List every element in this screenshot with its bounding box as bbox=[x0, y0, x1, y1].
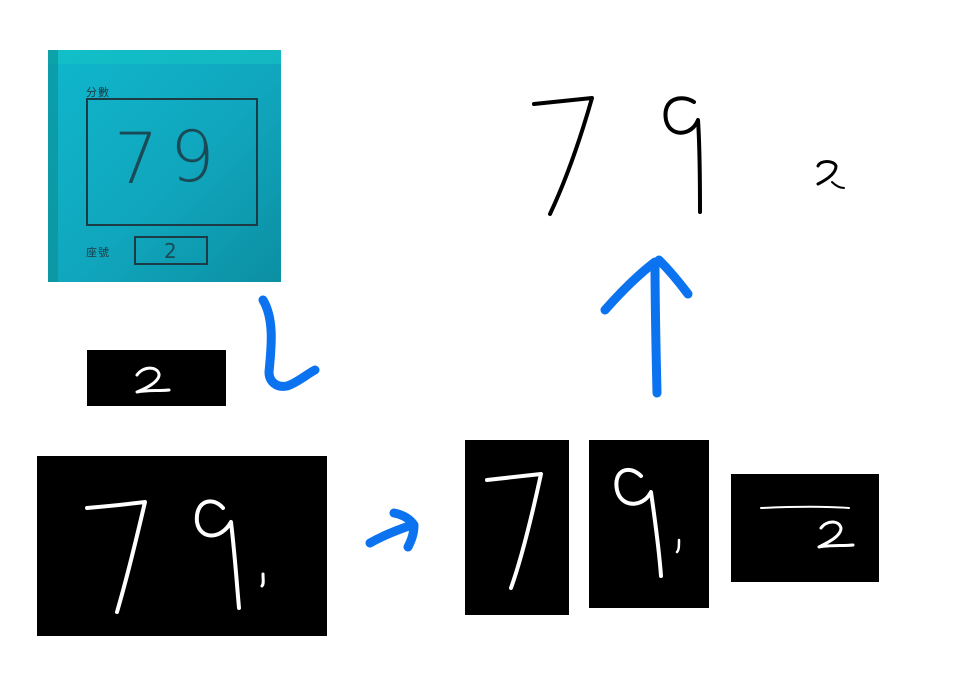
handwritten-79-large bbox=[85, 499, 265, 614]
score-label: 分數 bbox=[86, 86, 110, 99]
binarized-score-region bbox=[37, 456, 327, 636]
segmented-digit-7 bbox=[465, 440, 569, 615]
grade-digit: 2 bbox=[164, 239, 177, 263]
photo-edge-left bbox=[48, 50, 58, 282]
arrow-down-icon bbox=[258, 295, 320, 391]
cropped-seat-number bbox=[87, 350, 226, 406]
segmented-digit-9 bbox=[589, 440, 709, 608]
score-digit-ones: 9 bbox=[170, 116, 215, 198]
handwritten-7 bbox=[485, 472, 543, 590]
grade-label: 座號 bbox=[86, 246, 110, 259]
segmented-digit-2 bbox=[731, 474, 879, 582]
score-digit-tens: 7 bbox=[114, 118, 159, 200]
handwritten-9 bbox=[614, 467, 681, 578]
recognized-result bbox=[532, 96, 845, 216]
handwritten-2-crop bbox=[760, 505, 855, 549]
handwritten-2-small bbox=[135, 366, 171, 394]
photo-edge-top bbox=[48, 50, 281, 64]
source-photo: 分數 7 9 座號 2 bbox=[48, 50, 281, 282]
arrow-up-icon bbox=[600, 255, 693, 398]
score-box: 7 9 bbox=[86, 98, 258, 226]
grade-box: 2 bbox=[134, 236, 208, 265]
arrow-right-icon bbox=[365, 508, 419, 552]
